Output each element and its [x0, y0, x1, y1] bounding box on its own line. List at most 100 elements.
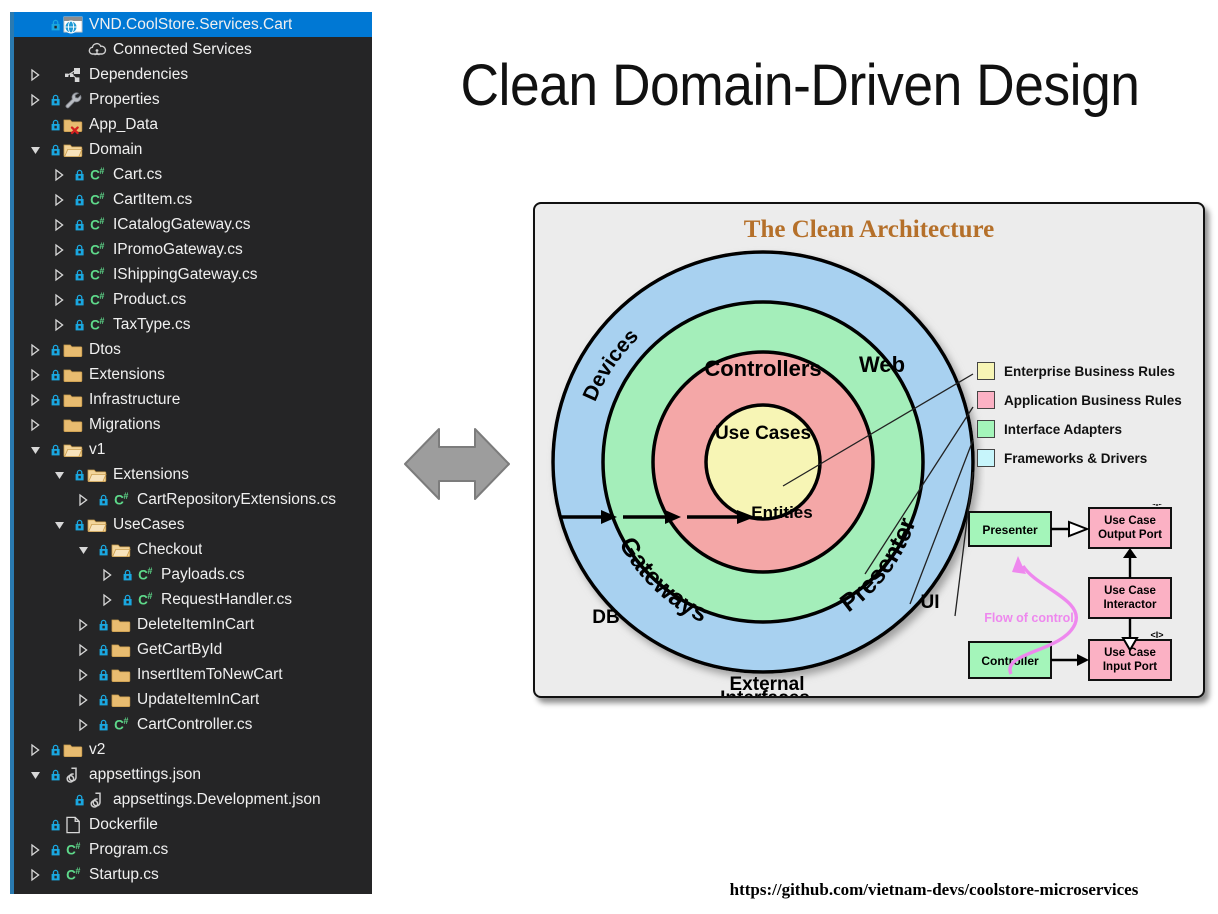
csharp-file-icon: C#	[90, 216, 104, 233]
lock-icon	[50, 369, 61, 381]
chevron-right-icon[interactable]	[76, 637, 90, 662]
tree-item-updateitemincart[interactable]: UpdateItemInCart	[14, 687, 372, 712]
tree-item-extensions[interactable]: Extensions	[14, 462, 372, 487]
chevron-right-icon[interactable]	[52, 262, 66, 287]
lock-icon	[50, 819, 61, 831]
tree-item-checkout[interactable]: Checkout	[14, 537, 372, 562]
tree-item-icataloggateway-cs[interactable]: C#ICatalogGateway.cs	[14, 212, 372, 237]
project-web-icon	[63, 15, 83, 35]
tree-item-cartcontroller-cs[interactable]: C#CartController.cs	[14, 712, 372, 737]
tree-item-usecases[interactable]: UseCases	[14, 512, 372, 537]
tree-item-label: IPromoGateway.cs	[113, 240, 243, 258]
tree-item-getcartbyid[interactable]: GetCartById	[14, 637, 372, 662]
lock-icon	[74, 244, 85, 256]
tree-item-appsettings-development-json[interactable]: appsettings.Development.json	[14, 787, 372, 812]
legend-label-frameworks-drivers: Frameworks & Drivers	[1004, 450, 1148, 466]
lock-icon	[98, 644, 109, 656]
tree-item-migrations[interactable]: Migrations	[14, 412, 372, 437]
tree-item-appsettings-json[interactable]: appsettings.json	[14, 762, 372, 787]
tree-item-ishippinggateway-cs[interactable]: C#IShippingGateway.cs	[14, 262, 372, 287]
tree-item-infrastructure[interactable]: Infrastructure	[14, 387, 372, 412]
tree-item-label: Infrastructure	[89, 390, 181, 408]
chevron-down-icon[interactable]	[52, 512, 66, 537]
chevron-right-icon[interactable]	[76, 687, 90, 712]
tree-item-requesthandler-cs[interactable]: C#RequestHandler.cs	[14, 587, 372, 612]
chevron-right-icon[interactable]	[52, 312, 66, 337]
chevron-right-icon[interactable]	[28, 87, 42, 112]
tree-item-cartitem-cs[interactable]: C#CartItem.cs	[14, 187, 372, 212]
chevron-right-icon[interactable]	[52, 287, 66, 312]
lock-icon	[74, 194, 85, 206]
tree-item-v2[interactable]: v2	[14, 737, 372, 762]
lock-icon	[74, 294, 85, 306]
chevron-right-icon[interactable]	[76, 487, 90, 512]
chevron-placeholder	[52, 787, 66, 812]
tree-item-dockerfile[interactable]: Dockerfile	[14, 812, 372, 837]
chevron-right-icon[interactable]	[100, 587, 114, 612]
tree-item-label: App_Data	[89, 115, 158, 133]
chevron-right-icon[interactable]	[28, 362, 42, 387]
chevron-right-icon[interactable]	[100, 562, 114, 587]
tree-item-payloads-cs[interactable]: C#Payloads.cs	[14, 562, 372, 587]
tree-item-insertitemtonewcart[interactable]: InsertItemToNewCart	[14, 662, 372, 687]
tree-item-dependencies[interactable]: Dependencies	[14, 62, 372, 87]
ring-label-external-2: Interfaces	[545, 688, 985, 696]
svg-text:<I>: <I>	[1150, 630, 1163, 640]
tree-item-ipromogateway-cs[interactable]: C#IPromoGateway.cs	[14, 237, 372, 262]
chevron-right-icon[interactable]	[28, 387, 42, 412]
folder-open-icon	[63, 440, 83, 460]
csharp-file-icon: C#	[114, 491, 128, 508]
tree-item-startup-cs[interactable]: C#Startup.cs	[14, 862, 372, 887]
lock-icon	[50, 344, 61, 356]
chevron-right-icon[interactable]	[52, 162, 66, 187]
github-url-text: https://github.com/vietnam-devs/coolstor…	[729, 880, 1139, 899]
chevron-down-icon[interactable]	[52, 462, 66, 487]
lock-icon	[74, 319, 85, 331]
chevron-down-icon[interactable]	[28, 762, 42, 787]
tree-item-cart-cs[interactable]: C#Cart.cs	[14, 162, 372, 187]
chevron-down-icon[interactable]	[76, 537, 90, 562]
tree-item-connected-services[interactable]: Connected Services	[14, 37, 372, 62]
chevron-right-icon[interactable]	[52, 212, 66, 237]
tree-item-app-data[interactable]: App_Data	[14, 112, 372, 137]
tree-item-product-cs[interactable]: C#Product.cs	[14, 287, 372, 312]
tree-item-cartrepositoryextensions-cs[interactable]: C#CartRepositoryExtensions.cs	[14, 487, 372, 512]
tree-item-dtos[interactable]: Dtos	[14, 337, 372, 362]
chevron-right-icon[interactable]	[28, 62, 42, 87]
chevron-right-icon[interactable]	[76, 712, 90, 737]
chevron-right-icon[interactable]	[28, 862, 42, 887]
chevron-right-icon[interactable]	[76, 612, 90, 637]
lock-icon	[50, 94, 61, 106]
chevron-right-icon[interactable]	[28, 337, 42, 362]
legend-swatch-frameworks-drivers	[977, 449, 995, 467]
tree-item-properties[interactable]: Properties	[14, 87, 372, 112]
tree-item-domain[interactable]: Domain	[14, 137, 372, 162]
tree-item-extensions[interactable]: Extensions	[14, 362, 372, 387]
tree-item-v1[interactable]: v1	[14, 437, 372, 462]
chevron-right-icon[interactable]	[28, 737, 42, 762]
legend-swatch-enterprise-business-rules	[977, 362, 995, 380]
chevron-right-icon[interactable]	[52, 187, 66, 212]
chevron-right-icon[interactable]	[28, 837, 42, 862]
chevron-right-icon[interactable]	[76, 662, 90, 687]
lock-icon	[74, 519, 85, 531]
tree-item-label: Startup.cs	[89, 865, 159, 883]
chevron-down-icon[interactable]	[28, 137, 42, 162]
tree-item-deleteitemincart[interactable]: DeleteItemInCart	[14, 612, 372, 637]
svg-text:Use Case: Use Case	[1104, 647, 1156, 659]
tree-item-taxtype-cs[interactable]: C#TaxType.cs	[14, 312, 372, 337]
folder-open-icon	[111, 540, 131, 560]
chevron-right-icon[interactable]	[28, 412, 42, 437]
chevron-down-icon[interactable]	[28, 437, 42, 462]
tree-item-vnd-coolstore-services-cart[interactable]: VND.CoolStore.Services.Cart	[14, 12, 372, 37]
chevron-right-icon[interactable]	[52, 237, 66, 262]
tree-item-label: Dockerfile	[89, 815, 158, 833]
bidirectional-arrow-icon	[403, 423, 511, 510]
ring-label-controllers: Controllers	[704, 356, 821, 381]
tree-item-program-cs[interactable]: C#Program.cs	[14, 837, 372, 862]
folder-icon	[63, 365, 83, 385]
chevron-placeholder	[52, 37, 66, 62]
chevron-placeholder	[28, 12, 42, 37]
tree-item-label: Program.cs	[89, 840, 169, 858]
